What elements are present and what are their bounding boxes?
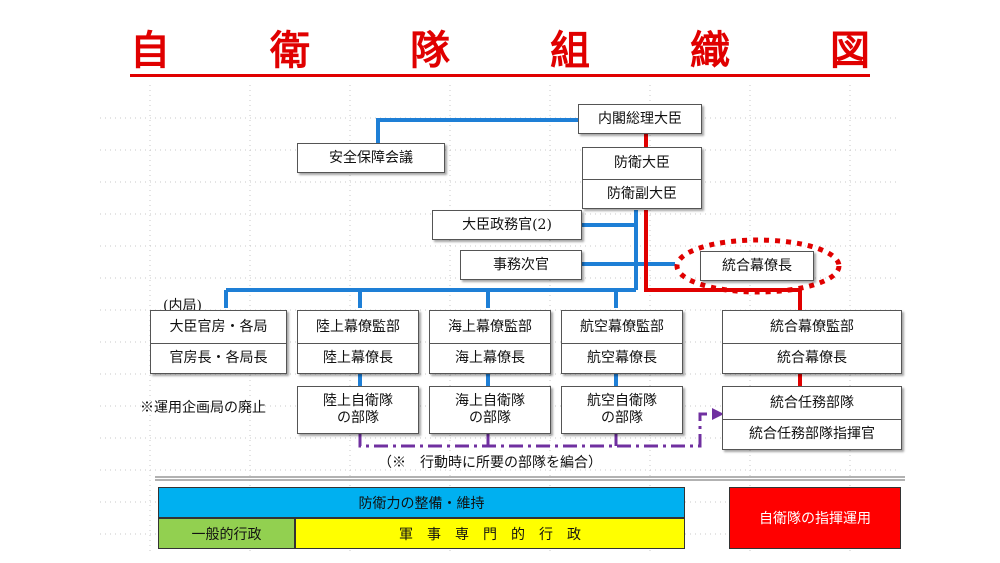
vice-minister-admin-box: 事務次官 xyxy=(460,250,582,280)
general-admin-label: 一般的行政 xyxy=(191,526,262,543)
maintenance-label: 防衛力の整備・維持 xyxy=(358,495,485,512)
defense-minister-cell: 防衛大臣 xyxy=(583,148,701,180)
gsdf-staff-office-cell: 陸上幕僚監部 xyxy=(298,311,418,344)
purple-dashdot-line xyxy=(358,412,716,448)
title-char: 織 xyxy=(690,27,730,74)
joint-chief-label: 統合幕僚長 xyxy=(777,350,847,366)
gsdf-staff-office-label: 陸上幕僚監部 xyxy=(316,318,400,335)
chief-joint-staff-label: 統合幕僚長 xyxy=(722,257,792,274)
title-char: 自 xyxy=(130,27,170,74)
gsdf-staff-box: 陸上幕僚監部 陸上幕僚長 xyxy=(297,310,419,374)
msdf-staff-office-label: 海上幕僚監部 xyxy=(448,318,532,335)
chief-joint-staff-box: 統合幕僚長 xyxy=(700,251,814,281)
joint-chief-cell: 統合幕僚長 xyxy=(723,343,901,374)
asdf-chief-label: 航空幕僚長 xyxy=(587,350,657,366)
msdf-chief-cell: 海上幕僚長 xyxy=(430,343,550,374)
joint-task-force-label: 統合任務部隊 xyxy=(770,394,854,411)
parliamentary-secretary-label: 大臣政務官(2) xyxy=(462,216,552,233)
msdf-units-sublabel: の部隊 xyxy=(469,410,511,426)
bureau-directors-cell: 官房長・各局長 xyxy=(151,343,286,374)
gsdf-chief-label: 陸上幕僚長 xyxy=(323,350,393,366)
title-char: 衛 xyxy=(270,27,310,74)
joint-task-force-commander-label: 統合任務部隊指揮官 xyxy=(749,426,875,442)
command-operation-bar: 自衛隊の指揮運用 xyxy=(729,487,901,549)
vice-minister-admin-label: 事務次官 xyxy=(493,256,549,273)
asdf-staff-box: 航空幕僚監部 航空幕僚長 xyxy=(561,310,683,374)
joint-task-force-commander-cell: 統合任務部隊指揮官 xyxy=(723,419,901,450)
defense-minister-label: 防衛大臣 xyxy=(614,155,670,171)
asdf-units-box: 航空自衛隊 の部隊 xyxy=(561,386,683,434)
joint-task-force-box: 統合任務部隊 統合任務部隊指揮官 xyxy=(722,386,902,450)
ops-planning-note: ※運用企画局の廃止 xyxy=(140,400,266,416)
title-char: 組 xyxy=(550,27,590,74)
msdf-chief-label: 海上幕僚長 xyxy=(455,350,525,366)
joint-staff-office-cell: 統合幕僚監部 xyxy=(723,311,901,344)
secretariat-cell: 大臣官房・各局 xyxy=(151,311,286,344)
asdf-staff-office-cell: 航空幕僚監部 xyxy=(562,311,682,344)
organize-note: （※ 行動時に所要の部隊を編合） xyxy=(378,455,602,471)
gsdf-units-box: 陸上自衛隊 の部隊 xyxy=(297,386,419,434)
internal-bureau-box: 大臣官房・各局 官房長・各局長 xyxy=(150,310,287,374)
secretariat-label: 大臣官房・各局 xyxy=(169,318,268,335)
vice-minister-label: 防衛副大臣 xyxy=(607,185,677,202)
joint-task-force-cell: 統合任務部隊 xyxy=(723,387,901,420)
security-council-label: 安全保障会議 xyxy=(329,149,413,166)
prime-minister-label: 内閣総理大臣 xyxy=(598,110,682,127)
prime-minister-box: 内閣総理大臣 xyxy=(578,104,702,134)
military-admin-label: 軍 事 専 門 的 行 政 xyxy=(399,526,581,543)
msdf-units-box: 海上自衛隊 の部隊 xyxy=(429,386,551,434)
blue-command-lines xyxy=(224,118,675,388)
military-admin-bar: 軍 事 専 門 的 行 政 xyxy=(295,518,685,549)
general-admin-bar: 一般的行政 xyxy=(158,518,295,549)
msdf-units-label: 海上自衛隊 xyxy=(455,393,525,409)
maintenance-bar: 防衛力の整備・維持 xyxy=(158,487,685,518)
msdf-staff-office-cell: 海上幕僚監部 xyxy=(430,311,550,344)
parliamentary-secretary-box: 大臣政務官(2) xyxy=(432,210,582,240)
title-char: 図 xyxy=(830,27,870,74)
defense-minister-box: 防衛大臣 防衛副大臣 xyxy=(582,147,702,209)
bureau-directors-label: 官房長・各局長 xyxy=(169,350,268,366)
joint-staff-office-label: 統合幕僚監部 xyxy=(770,318,854,335)
security-council-box: 安全保障会議 xyxy=(297,143,445,173)
title-char: 隊 xyxy=(410,27,450,74)
vice-minister-cell: 防衛副大臣 xyxy=(583,179,701,209)
highlight-ellipse xyxy=(674,237,842,295)
msdf-staff-box: 海上幕僚監部 海上幕僚長 xyxy=(429,310,551,374)
gsdf-units-label: 陸上自衛隊 xyxy=(323,393,393,409)
asdf-units-label: 航空自衛隊 xyxy=(587,393,657,409)
joint-staff-box: 統合幕僚監部 統合幕僚長 xyxy=(722,310,902,374)
arrow-head xyxy=(712,408,724,420)
asdf-chief-cell: 航空幕僚長 xyxy=(562,343,682,374)
asdf-units-sublabel: の部隊 xyxy=(601,410,643,426)
asdf-staff-office-label: 航空幕僚監部 xyxy=(580,318,664,335)
command-operation-label: 自衛隊の指揮運用 xyxy=(759,511,871,527)
page-title: 自 衛 隊 組 織 図 xyxy=(130,22,870,77)
gsdf-units-sublabel: の部隊 xyxy=(337,410,379,426)
gsdf-chief-cell: 陸上幕僚長 xyxy=(298,343,418,374)
